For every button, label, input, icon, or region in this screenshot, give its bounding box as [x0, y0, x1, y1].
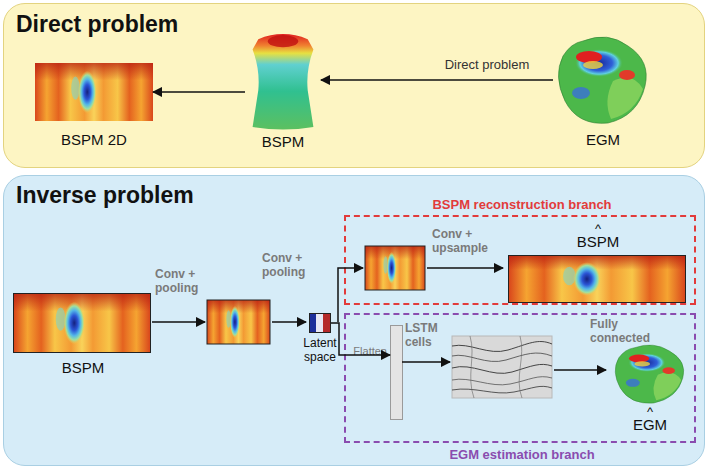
heart-node: EGM: [553, 31, 653, 126]
heart-node: ^EGM: [611, 341, 689, 405]
operation-label: Conv + upsample: [432, 228, 502, 256]
node-label: EGM: [601, 416, 699, 433]
heart-art: [611, 341, 689, 405]
flatten-bar: Flatten: [390, 325, 403, 420]
node-label: BSPM: [223, 133, 343, 150]
heart-art: [553, 31, 653, 126]
node-label: Latent space: [290, 337, 350, 365]
heatmap-node: BSPM 2D: [35, 63, 153, 121]
latent-node: Latent space: [309, 313, 331, 333]
node-label: BSPM: [4, 359, 162, 376]
operation-label: Conv + pooling: [155, 268, 207, 296]
section-title: BSPM reconstruction branch: [346, 198, 698, 213]
torso-node: BSPM: [245, 29, 321, 131]
torso-art: [245, 29, 321, 131]
section-title: Direct problem: [16, 11, 316, 37]
branch-box: BSPM reconstruction branch^BSPM: [344, 215, 696, 305]
hm-art: [509, 256, 685, 302]
operation-label: Fully connected: [590, 318, 660, 346]
heatmap-node: ^BSPM: [508, 255, 686, 303]
node-label: EGM: [543, 131, 663, 148]
node-label: BSPM 2D: [14, 131, 174, 148]
hm-art: [35, 63, 153, 121]
node-label: Flatten: [343, 345, 387, 358]
operation-label: Conv + pooling: [262, 252, 314, 280]
connector-arrow: [321, 79, 553, 81]
connector-arrow: [331, 323, 390, 355]
section-title: Inverse problem: [16, 182, 316, 208]
section-title: EGM estimation branch: [346, 448, 698, 463]
connector-arrow: [153, 91, 245, 93]
heatmap-node: BSPM: [13, 293, 151, 353]
hm-art: [14, 294, 150, 352]
edge-label: Direct problem: [417, 58, 557, 73]
lat-art: [309, 313, 331, 333]
section-band: Direct problemBSPM 2DBSPMEGM: [3, 3, 705, 168]
node-label: BSPM: [509, 233, 687, 250]
operation-label: LSTM cells: [405, 322, 450, 350]
